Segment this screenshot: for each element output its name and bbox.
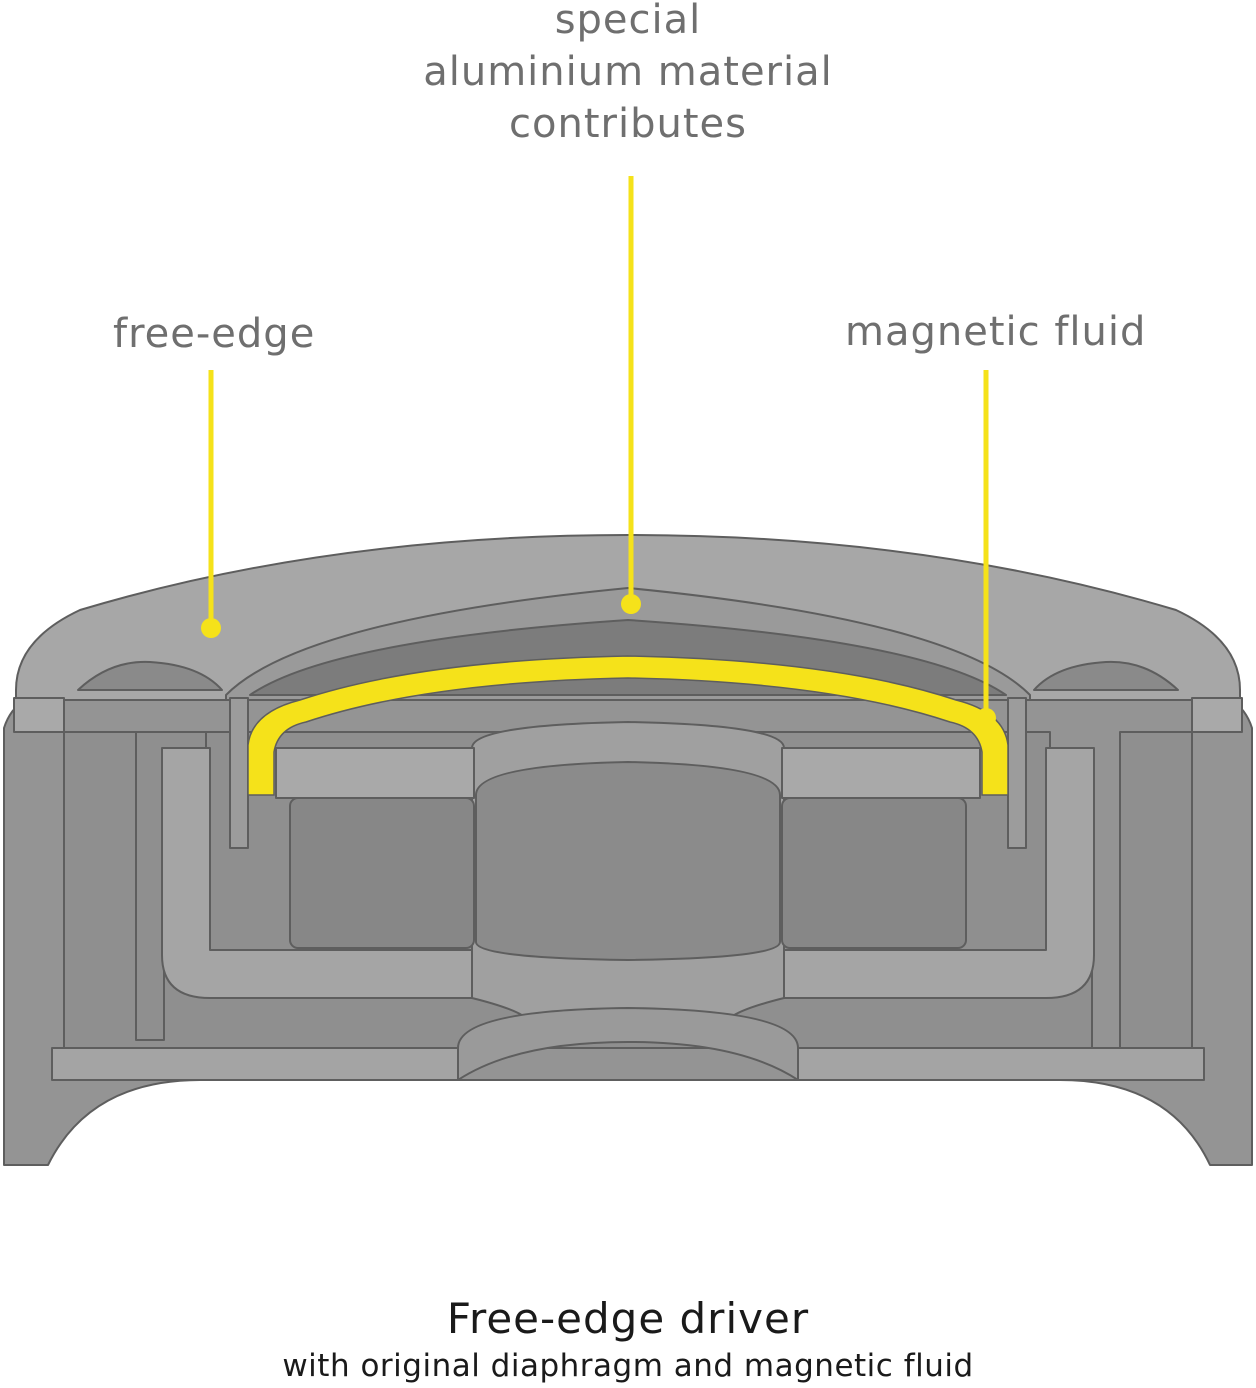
right-pillar (1191, 697, 1243, 733)
caption-subtitle: with original diaphragm and magnetic flu… (282, 1348, 974, 1384)
bottom-vent (457, 1007, 799, 1081)
label-aluminium-material: special aluminium material contributes (378, 0, 878, 150)
magnet-right (781, 797, 967, 949)
bobbin-left (229, 697, 249, 849)
surround-recess-right (1033, 660, 1179, 691)
magnet-left (289, 797, 475, 949)
leader-dot-right (976, 708, 996, 728)
label-top-line2: aluminium material (423, 49, 833, 95)
bobbin-right (1007, 697, 1027, 849)
driver-body (3, 534, 1253, 1166)
label-magnetic-fluid: magnetic fluid (845, 309, 1147, 355)
leader-dot-top (621, 594, 641, 614)
label-free-edge: free-edge (113, 311, 316, 357)
label-top-line1: special (554, 0, 702, 43)
top-plate-right (781, 747, 981, 799)
leader-dot-left (201, 618, 221, 638)
label-top-line3: contributes (509, 101, 747, 147)
center-pole-face (475, 761, 781, 961)
caption: Free-edge driver with original diaphragm… (0, 1292, 1256, 1386)
surround-recess (77, 660, 223, 691)
top-plate-left (275, 747, 475, 799)
diaphragm-accent-band (247, 655, 1009, 796)
left-pillar (13, 697, 65, 733)
caption-title: Free-edge driver (446, 1294, 810, 1343)
leader-lines (201, 176, 996, 728)
